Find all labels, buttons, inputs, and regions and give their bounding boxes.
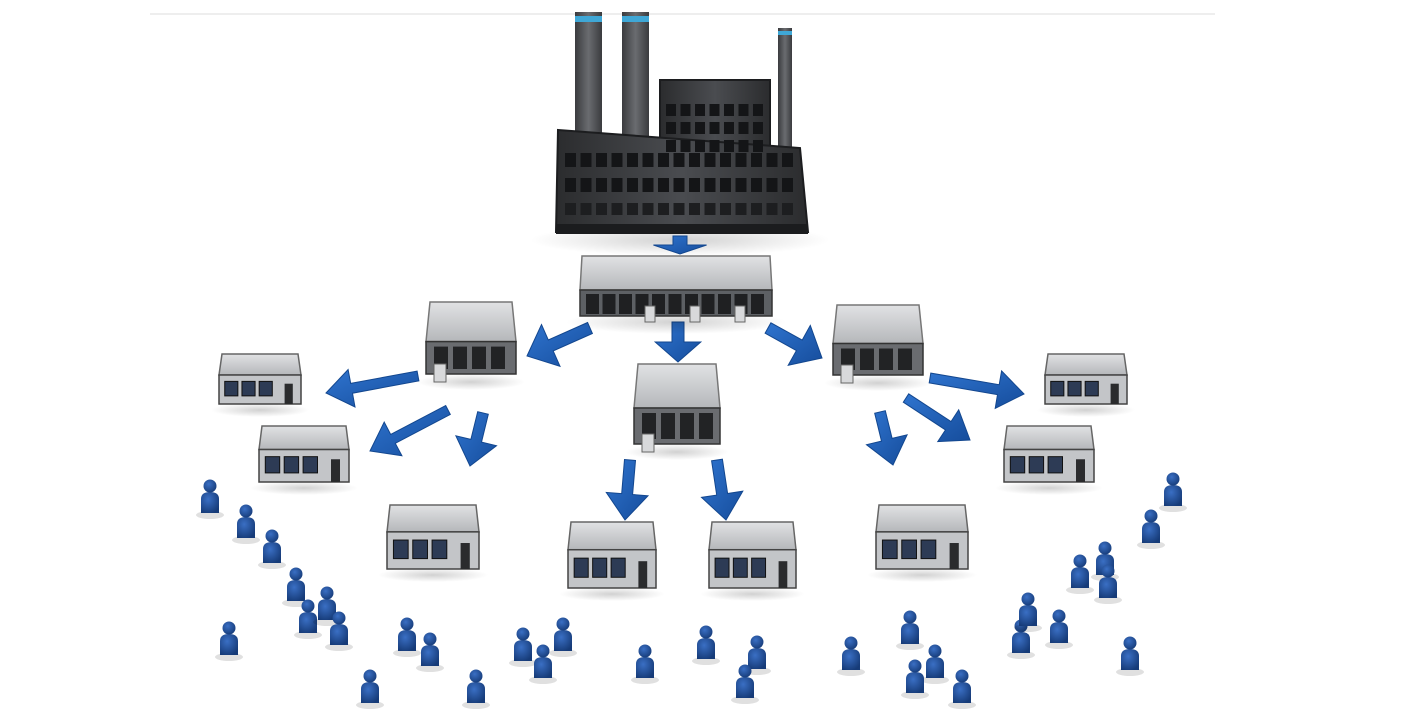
store-4-icon	[559, 521, 665, 601]
person-icon	[529, 644, 557, 684]
person-icon	[462, 669, 490, 709]
flow-arrow	[902, 393, 971, 443]
flow-arrows	[325, 235, 1025, 521]
person-icon	[232, 504, 260, 544]
flow-arrow	[653, 235, 707, 255]
store-6-icon	[866, 504, 978, 582]
person-icon	[294, 599, 322, 639]
person-icon	[416, 632, 444, 672]
store-7-icon	[995, 425, 1103, 495]
person-icon	[1066, 554, 1094, 594]
store-5-icon	[700, 521, 805, 601]
person-icon	[948, 669, 976, 709]
store-8-icon	[1036, 353, 1136, 417]
regional-warehouse-right-icon	[824, 304, 932, 391]
store-1-icon	[210, 353, 310, 417]
person-icon	[1137, 509, 1165, 549]
person-icon	[631, 644, 659, 684]
person-icon	[549, 617, 577, 657]
person-icon	[1116, 636, 1144, 676]
person-icon	[196, 479, 224, 519]
person-icon	[325, 611, 353, 651]
person-icon	[215, 621, 243, 661]
regional-warehouse-center-icon	[625, 363, 729, 460]
flow-arrow	[369, 404, 451, 457]
person-icon	[258, 529, 286, 569]
flow-arrow	[764, 322, 823, 367]
person-icon	[509, 627, 537, 667]
person-icon	[901, 659, 929, 699]
person-icon	[313, 586, 341, 626]
regional-warehouse-left-icon	[417, 301, 525, 390]
flow-arrow	[865, 410, 908, 466]
person-icon	[1014, 592, 1042, 632]
flow-arrow	[605, 458, 650, 521]
person-icon	[921, 644, 949, 684]
flow-arrow	[928, 369, 1025, 410]
person-icon	[896, 610, 924, 650]
person-icon	[356, 669, 384, 709]
store-2-icon	[250, 425, 358, 495]
person-icon	[1094, 564, 1122, 604]
person-icon	[1159, 472, 1187, 512]
factory-icon	[530, 12, 830, 256]
flow-arrow	[700, 458, 744, 521]
customers-group	[196, 472, 1187, 709]
person-icon	[1045, 609, 1073, 649]
central-warehouse-icon	[566, 255, 786, 334]
person-icon	[731, 664, 759, 704]
person-icon	[837, 636, 865, 676]
person-icon	[393, 617, 421, 657]
person-icon	[692, 625, 720, 665]
flow-arrow	[526, 321, 594, 368]
flow-arrow	[325, 368, 420, 408]
store-3-icon	[377, 504, 489, 582]
flow-arrow	[455, 411, 498, 467]
